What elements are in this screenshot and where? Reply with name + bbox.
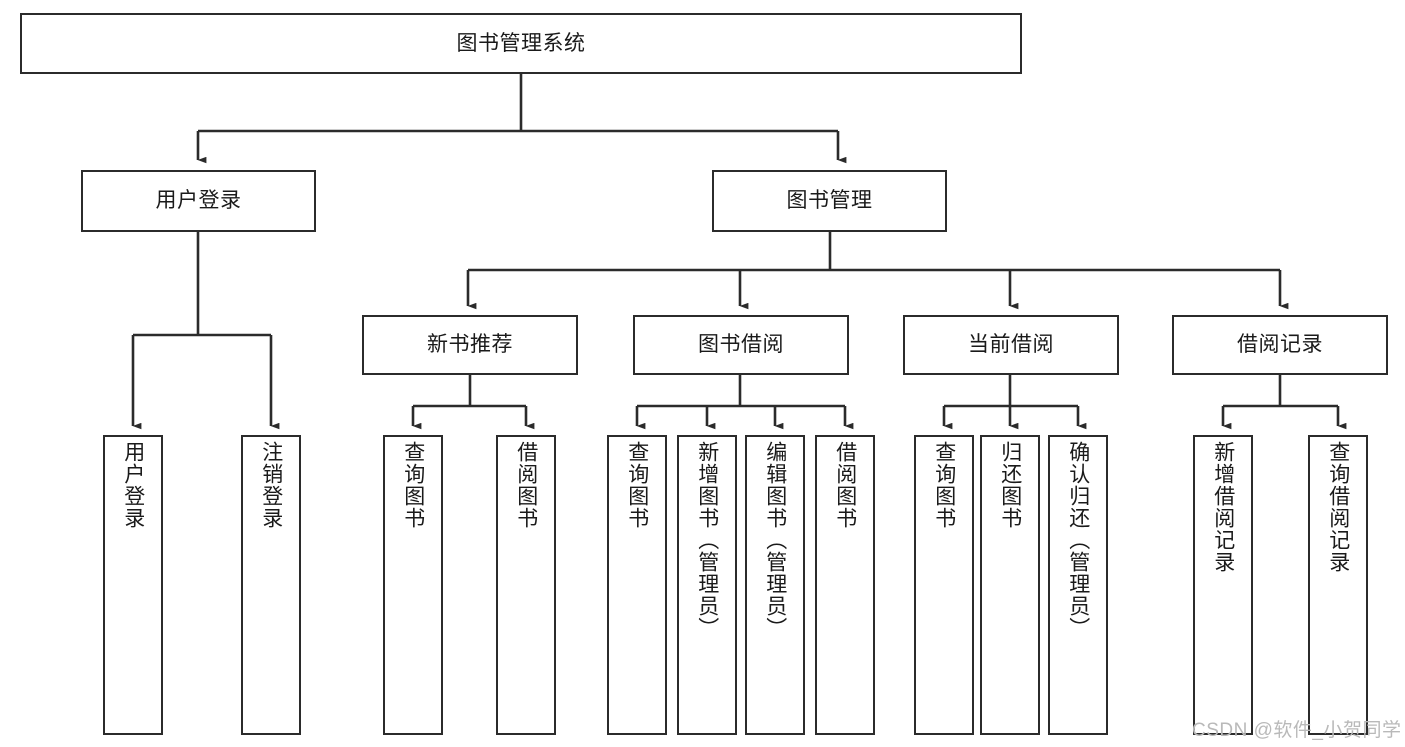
node-label: 确认归还（管理员） bbox=[1066, 441, 1090, 639]
node-label: 借阅图书 bbox=[514, 441, 538, 529]
node-user-login[interactable]: 用户登录 bbox=[81, 170, 316, 232]
node-book-borrow[interactable]: 图书借阅 bbox=[633, 315, 849, 375]
watermark: CSDN @软件_小贺同学 bbox=[1192, 720, 1402, 741]
node-label: 当前借阅 bbox=[968, 333, 1054, 357]
node-label: 新增图书（管理员） bbox=[695, 441, 719, 639]
node-current-borrow[interactable]: 当前借阅 bbox=[903, 315, 1119, 375]
node-label: 新增借阅记录 bbox=[1211, 441, 1235, 573]
leaf-borrow-book-recommend[interactable]: 借阅图书 bbox=[496, 435, 556, 735]
leaf-query-book-borrow[interactable]: 查询图书 bbox=[607, 435, 667, 735]
node-label: 图书借阅 bbox=[698, 333, 784, 357]
leaf-borrow-book[interactable]: 借阅图书 bbox=[815, 435, 875, 735]
leaf-query-borrow-record[interactable]: 查询借阅记录 bbox=[1308, 435, 1368, 735]
leaf-query-book-current[interactable]: 查询图书 bbox=[914, 435, 974, 735]
node-label: 用户登录 bbox=[121, 441, 145, 529]
node-label: 归还图书 bbox=[998, 441, 1022, 529]
node-label: 图书管理 bbox=[786, 189, 873, 213]
node-label: 查询图书 bbox=[932, 441, 956, 529]
leaf-add-book-admin[interactable]: 新增图书（管理员） bbox=[677, 435, 737, 735]
node-label: 注销登录 bbox=[259, 441, 283, 529]
node-new-book-recommend[interactable]: 新书推荐 bbox=[362, 315, 578, 375]
node-borrow-record[interactable]: 借阅记录 bbox=[1172, 315, 1388, 375]
node-label: 查询图书 bbox=[625, 441, 649, 529]
leaf-confirm-return-admin[interactable]: 确认归还（管理员） bbox=[1048, 435, 1108, 735]
node-root-book-management-system[interactable]: 图书管理系统 bbox=[20, 13, 1022, 74]
leaf-add-borrow-record[interactable]: 新增借阅记录 bbox=[1193, 435, 1253, 735]
leaf-query-book-recommend[interactable]: 查询图书 bbox=[383, 435, 443, 735]
leaf-edit-book-admin[interactable]: 编辑图书（管理员） bbox=[745, 435, 805, 735]
node-label: 图书管理系统 bbox=[456, 31, 586, 55]
node-label: 查询借阅记录 bbox=[1326, 441, 1350, 573]
node-label: 编辑图书（管理员） bbox=[763, 441, 787, 639]
leaf-logout[interactable]: 注销登录 bbox=[241, 435, 301, 735]
node-label: 用户登录 bbox=[155, 189, 242, 213]
node-label: 借阅图书 bbox=[833, 441, 857, 529]
leaf-return-book[interactable]: 归还图书 bbox=[980, 435, 1040, 735]
node-book-management[interactable]: 图书管理 bbox=[712, 170, 947, 232]
node-label: 新书推荐 bbox=[427, 333, 513, 357]
node-label: 查询图书 bbox=[401, 441, 425, 529]
leaf-user-login[interactable]: 用户登录 bbox=[103, 435, 163, 735]
node-label: 借阅记录 bbox=[1237, 333, 1323, 357]
